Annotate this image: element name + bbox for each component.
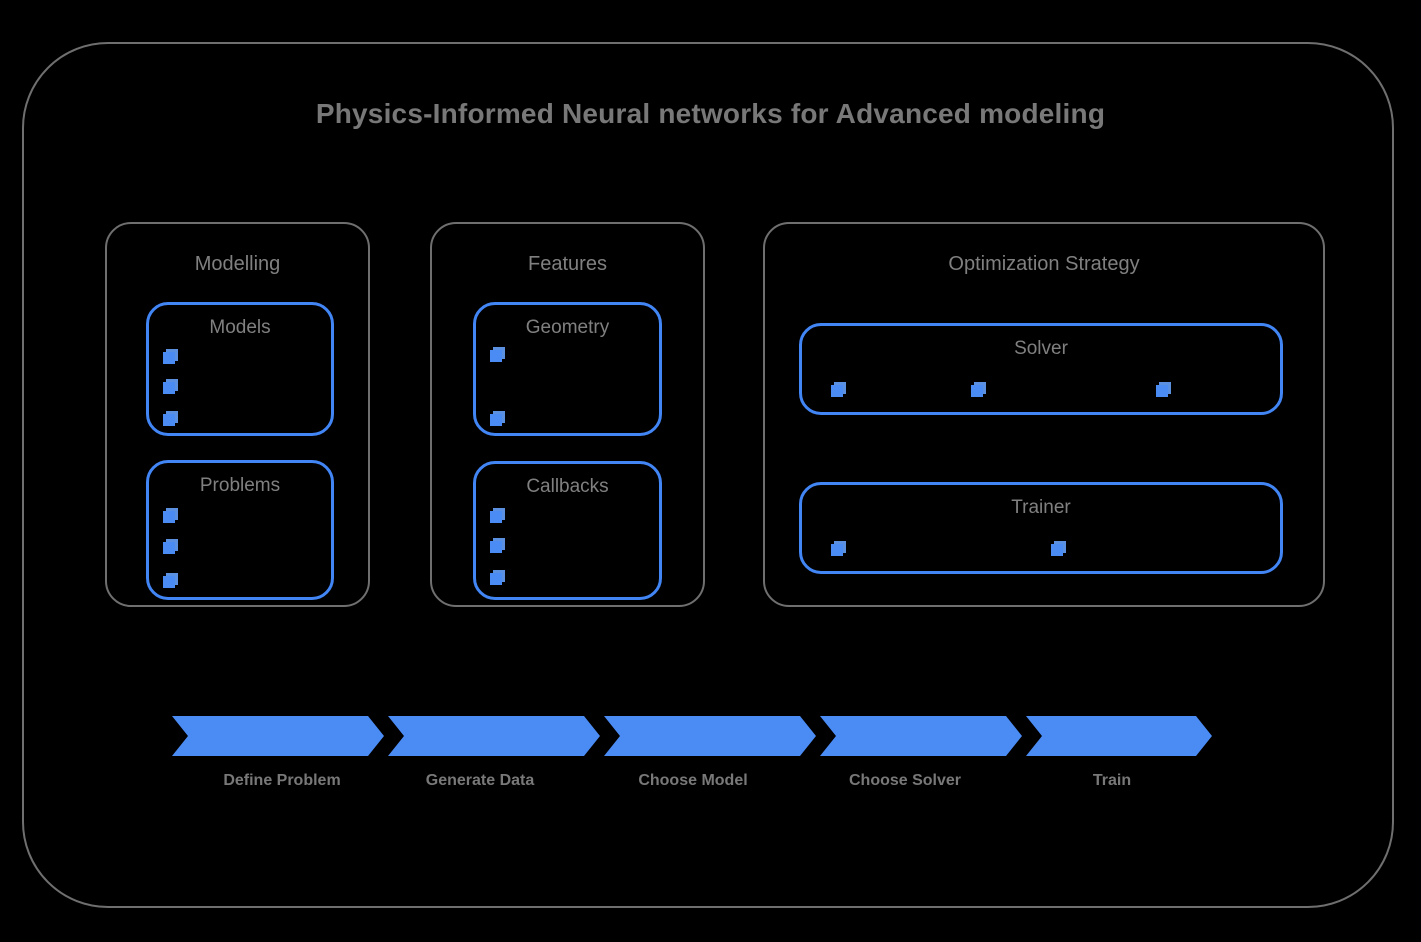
pipeline-arrows: [172, 716, 1212, 756]
sub-box-title-models: Models: [209, 317, 271, 338]
sub-box-title-solver: Solver: [1014, 338, 1068, 359]
cube-icon: [971, 382, 986, 397]
sub-box-problems: Problems: [146, 460, 334, 600]
pipeline-arrow-generate-data[interactable]: [388, 716, 600, 756]
pipeline-step-label-define-problem: Define Problem: [223, 772, 341, 789]
cube-icon: [490, 411, 505, 426]
pipeline-arrow-train[interactable]: [1026, 716, 1212, 756]
pipeline-step-label-choose-model: Choose Model: [638, 772, 748, 789]
cube-icon: [163, 349, 178, 364]
pipeline-arrow-choose-model[interactable]: [604, 716, 816, 756]
group-panel-features: Features: [430, 222, 705, 607]
sub-box-trainer: Trainer: [799, 482, 1283, 574]
cube-icon: [163, 539, 178, 554]
cube-icon: [163, 508, 178, 523]
pipeline-step-label-choose-solver: Choose Solver: [848, 772, 962, 789]
group-title-modelling: Modelling: [194, 253, 281, 275]
sub-box-solver: Solver: [799, 323, 1283, 415]
sub-box-models: Models: [146, 302, 334, 436]
sub-box-callbacks: Callbacks: [473, 461, 662, 600]
cube-icon: [1051, 541, 1066, 556]
group-panel-modelling: Modelling: [105, 222, 370, 607]
sub-box-title-callbacks: Callbacks: [526, 476, 609, 497]
group-panel-optimization-strategy: Optimization Strategy: [763, 222, 1325, 607]
sub-box-geometry: Geometry: [473, 302, 662, 436]
pipeline-step-label-train: Train: [1092, 772, 1132, 789]
cube-icon: [831, 541, 846, 556]
page-title: Physics-Informed Neural networks for Adv…: [315, 98, 1106, 129]
cube-icon: [490, 508, 505, 523]
outer-container-frame: [22, 42, 1394, 908]
sub-box-title-problems: Problems: [199, 475, 281, 496]
cube-icon: [490, 347, 505, 362]
cube-icon: [490, 538, 505, 553]
cube-icon: [163, 379, 178, 394]
pipeline-arrow-define-problem[interactable]: [172, 716, 384, 756]
cube-icon: [163, 573, 178, 588]
cube-icon: [490, 570, 505, 585]
group-title-features: Features: [528, 253, 607, 275]
cube-icon: [163, 411, 178, 426]
cube-icon: [1156, 382, 1171, 397]
pipeline-step-label-generate-data: Generate Data: [425, 772, 535, 789]
pipeline-arrow-choose-solver[interactable]: [820, 716, 1022, 756]
sub-box-title-trainer: Trainer: [1011, 497, 1071, 518]
group-title-optimization-strategy: Optimization Strategy: [948, 253, 1140, 275]
sub-box-title-geometry: Geometry: [525, 317, 610, 338]
cube-icon: [831, 382, 846, 397]
